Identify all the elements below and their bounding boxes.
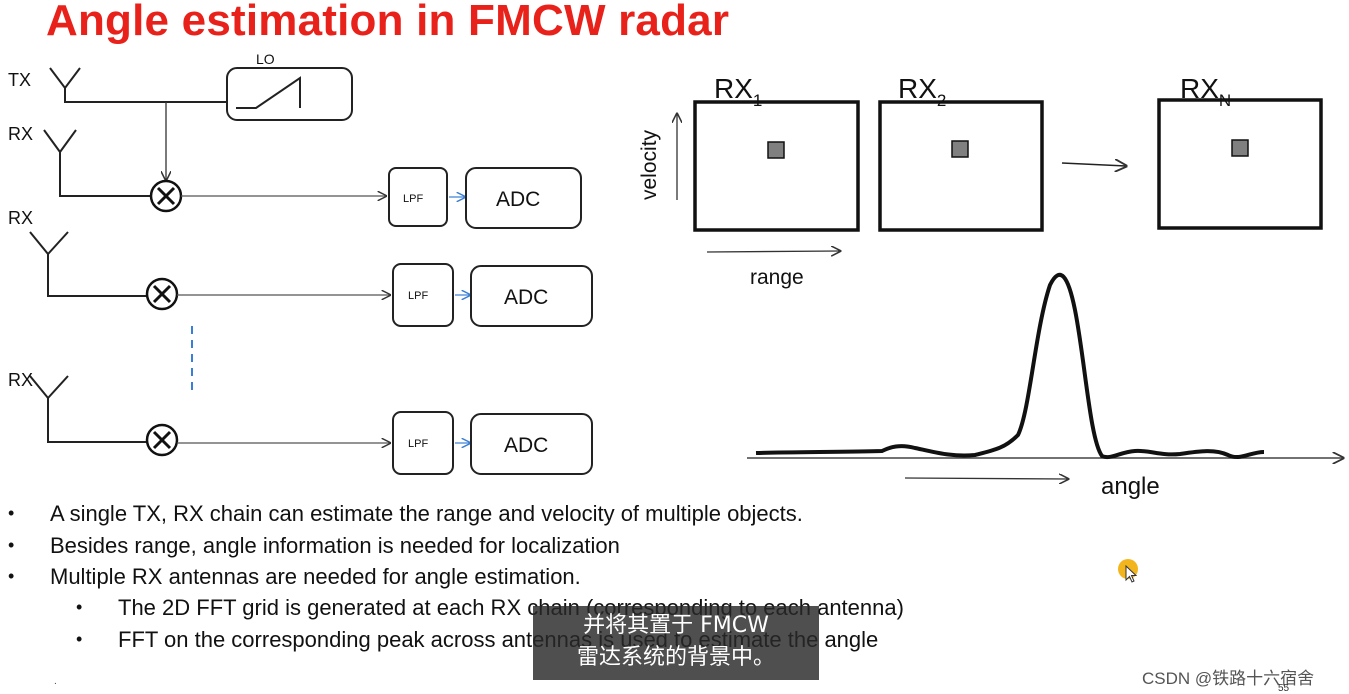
angle-axis-label: angle	[1101, 473, 1160, 500]
mixer-icon	[145, 277, 179, 311]
tx-antenna-icon	[49, 67, 228, 103]
grid-rx2-label: RX2	[898, 73, 946, 110]
rx-antenna-icon	[29, 231, 146, 297]
lpf-label: LPF	[408, 438, 428, 450]
video-subtitle: 并将其置于 FMCW 雷达系统的背景中。	[533, 606, 819, 680]
lpf-label: LPF	[408, 290, 428, 302]
velocity-axis-label: velocity	[638, 129, 661, 200]
bullet-item-3: Multiple RX antennas are needed for angl…	[50, 564, 581, 589]
rx-antenna-icon	[43, 129, 150, 197]
mixer-icon	[149, 179, 183, 213]
radar-diagram: TX LO RX LPF ADC RX LPF ADC RX	[8, 51, 1349, 500]
bullet-item-2: Besides range, angle information is need…	[50, 533, 620, 558]
adc-label: ADC	[504, 434, 548, 457]
watermark: CSDN @铁路十六宿舍	[1142, 669, 1315, 688]
grid-rxn	[1157, 98, 1323, 230]
lpf-label: LPF	[403, 193, 423, 205]
peak-marker	[767, 141, 785, 159]
adc-block	[470, 265, 593, 327]
peak-marker	[1231, 139, 1249, 157]
bullet-marker: •	[8, 566, 15, 586]
lpf-block	[392, 411, 454, 475]
bullet-marker: •	[76, 629, 83, 649]
grid-rx1-label: RX1	[714, 73, 762, 110]
rx-label-3: RX	[8, 370, 33, 390]
rx-antenna-icon	[29, 375, 146, 443]
adc-block	[465, 167, 582, 229]
bullet-marker: •	[76, 597, 83, 617]
slide-mark: .	[54, 676, 57, 687]
rx-label-1: RX	[8, 124, 33, 144]
adc-label: ADC	[504, 286, 548, 309]
range-axis-arrow	[706, 251, 840, 252]
peak-marker	[951, 140, 969, 158]
angle-spectrum-curve	[755, 272, 1265, 460]
subtitle-line-2: 雷达系统的背景中。	[576, 645, 775, 670]
continuation-arrow	[1061, 163, 1126, 166]
adc-block	[470, 413, 593, 475]
range-axis-label: range	[750, 266, 804, 289]
lo-block	[226, 67, 353, 121]
lo-label: LO	[256, 51, 275, 67]
grid-rxn-label: RXN	[1180, 73, 1231, 110]
bullet-marker: •	[8, 503, 15, 523]
subtitle-line-1: 并将其置于 FMCW	[583, 613, 769, 638]
mixer-icon	[145, 423, 179, 457]
bullet-item-1: A single TX, RX chain can estimate the r…	[50, 501, 803, 526]
grid-rx2	[878, 100, 1044, 232]
bullet-marker: •	[8, 535, 15, 555]
mouse-cursor-icon	[1125, 565, 1138, 583]
tx-label: TX	[8, 70, 31, 90]
adc-label: ADC	[496, 188, 540, 211]
grid-rx1	[693, 100, 860, 232]
rx-label-2: RX	[8, 208, 33, 228]
page-number: 55	[1278, 683, 1290, 694]
lpf-block	[392, 263, 454, 327]
slide-title: Angle estimation in FMCW radar	[46, 0, 730, 45]
angle-axis-arrow	[904, 478, 1068, 479]
lpf-block	[388, 167, 448, 227]
